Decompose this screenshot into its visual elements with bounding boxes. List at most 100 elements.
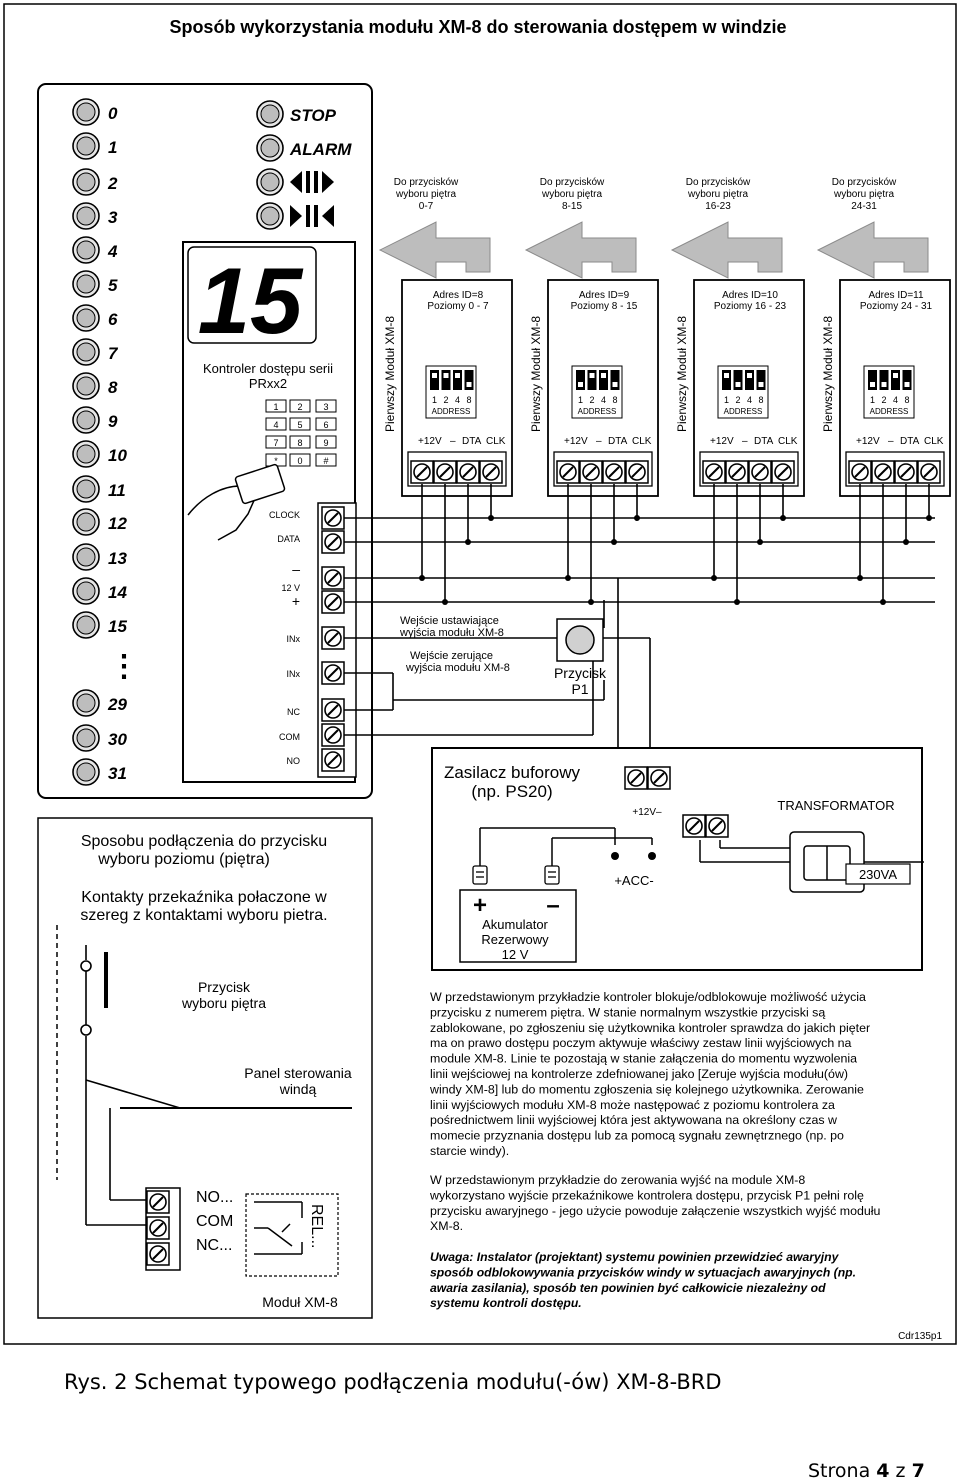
description-line: windy XM-8] lub do momentu zgłoszenia si… [429, 1082, 864, 1096]
floor-button-label: 15 [108, 617, 127, 636]
term-minus: – [888, 436, 894, 447]
controller-label-1: Kontroler dostępu serii [203, 361, 333, 376]
floor-button [72, 611, 100, 639]
page-number: Strona 4 z 7 [808, 1460, 925, 1482]
terminal-screw [321, 590, 345, 614]
floor-button [72, 689, 100, 717]
warning-line: sposób odblokowywania przycisków windy w… [430, 1265, 856, 1279]
floor-button-label: 4 [107, 242, 118, 261]
relay-box [245, 1193, 339, 1277]
description-line: linii wejściowej na kontrolerze zdefniow… [430, 1067, 848, 1081]
p1-button [556, 618, 604, 662]
description-line: momecie przyznania dostępu lub za pomocą… [430, 1129, 844, 1143]
ref-code: Cdr135p1 [898, 1331, 942, 1342]
module-terminal-screw [917, 460, 941, 484]
keypad-key-label: 4 [273, 420, 278, 430]
floor-button [72, 202, 100, 230]
module-terminal-screw [771, 460, 795, 484]
to-buttons-l1: Do przycisków [832, 177, 897, 188]
keypad-key-label: 0 [297, 456, 302, 466]
term-dta: DTA [462, 436, 482, 447]
module-address: Adres ID=8 [433, 290, 484, 301]
floor-button [72, 543, 100, 571]
terminal-screw [321, 723, 345, 747]
psu-wires [479, 827, 924, 866]
term-dta: DTA [754, 436, 774, 447]
battery-connectors [472, 865, 560, 885]
module-side-label: Pierwszy Moduł XM-8 [675, 316, 689, 432]
battery-plus: + [473, 892, 487, 919]
floor-button-label: 3 [108, 208, 118, 227]
dip-number: 2 [443, 395, 448, 405]
dip-label: ADDRESS [432, 407, 471, 416]
outer-frame [3, 3, 957, 1345]
term-dta: DTA [608, 436, 628, 447]
terminal-screw [321, 530, 345, 554]
keypad-key-label: # [323, 456, 328, 466]
psu-title-2: (np. PS20) [471, 782, 552, 801]
module-label: Moduł XM-8 [262, 1294, 338, 1310]
dip-number: 4 [601, 395, 606, 405]
terminal-screw [321, 698, 345, 722]
terminal-label: NC [287, 707, 300, 717]
keypad-key-label: 5 [297, 420, 302, 430]
term-clk: CLK [924, 436, 944, 447]
floor-button-label: 13 [108, 549, 127, 568]
terminal-label: NO [287, 756, 301, 766]
keypad-key-label: 9 [323, 438, 328, 448]
term-plus: +12V [856, 436, 880, 447]
alarm-button [256, 134, 284, 162]
floor-button [72, 577, 100, 605]
floor-button-label-2: wyboru piętra [181, 995, 266, 1011]
to-buttons-l2: wyboru piętra [687, 189, 748, 200]
terminal-label: CLOCK [269, 510, 300, 520]
module-terminal-screw [725, 460, 749, 484]
description-line: W przedstawionym przykładzie kontroler b… [430, 990, 866, 1004]
dip-label: ADDRESS [870, 407, 909, 416]
set-input-l1: Wejście ustawiające [400, 615, 499, 627]
floor-button [72, 168, 100, 196]
module-terminal-screw [433, 460, 457, 484]
description-line: wykorzystano wyjście przekaźnikowe kontr… [429, 1188, 864, 1202]
floor-button-label: 1 [108, 138, 117, 157]
terminal-screw [321, 748, 345, 772]
acc-plus-terminal [611, 852, 619, 860]
page-of: z [895, 1460, 906, 1482]
keypad-key-label: 8 [297, 438, 302, 448]
floor-button-label: 2 [107, 174, 118, 193]
figure-caption: Rys. 2 Schemat typowego podłączenia modu… [64, 1370, 722, 1394]
relay-com: COM [196, 1213, 233, 1230]
description-line: pośrednictwem linii wyjściowej która jes… [430, 1113, 837, 1127]
floor-button-label: 29 [107, 695, 127, 714]
panel-label-1: Panel sterowania [244, 1065, 352, 1081]
to-buttons-l2: wyboru piętra [833, 189, 894, 200]
module-terminal-screw [748, 460, 772, 484]
diagram-title: Sposób wykorzystania modułu XM-8 do ster… [169, 17, 786, 37]
term-plus: +12V [710, 436, 734, 447]
description-line: zablokowane, po zgłoszeniu się użytkowni… [430, 1021, 870, 1035]
dip-number: 2 [881, 395, 886, 405]
module-levels: Poziomy 24 - 31 [860, 301, 933, 312]
transformer-label: TRANSFORMATOR [777, 798, 894, 813]
page-total: 7 [911, 1460, 925, 1482]
module-terminal-screw [848, 460, 872, 484]
description-line: przycisku z numerem piętra. W stanie nor… [430, 1005, 825, 1019]
term-clk: CLK [778, 436, 798, 447]
terminal-label: 12 V [281, 583, 300, 593]
dip-number: 1 [578, 395, 583, 405]
door-open-icon [290, 171, 334, 193]
page-current: 4 [876, 1460, 890, 1482]
keypad-key-label: 6 [323, 420, 328, 430]
module-terminal-screw [479, 460, 503, 484]
to-buttons-l3: 8-15 [562, 201, 582, 212]
relay-terminals [145, 1187, 181, 1271]
floor-button-label-1: Przycisk [198, 979, 251, 995]
battery-minus: – [546, 892, 559, 919]
output-arrow-icon [378, 221, 491, 279]
